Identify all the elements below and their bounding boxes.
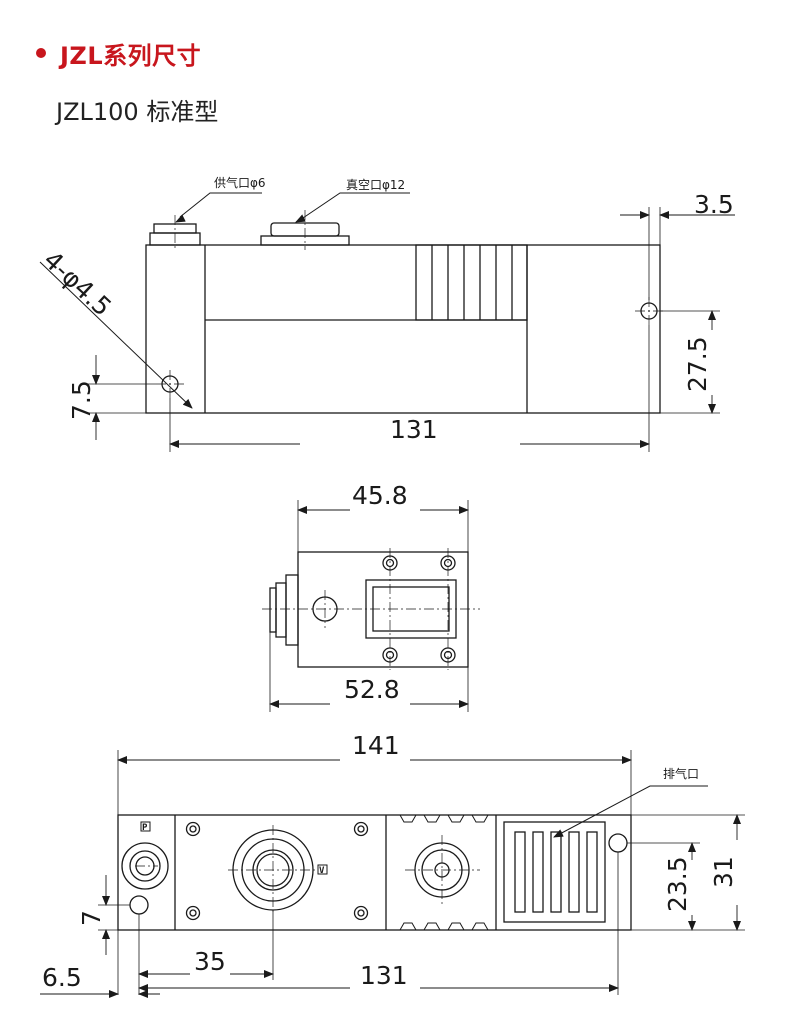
front-fins	[415, 244, 528, 321]
page-title: JZL系列尺寸	[60, 42, 202, 70]
dim-31: 31	[709, 856, 738, 888]
dim-7-5: 7.5	[67, 380, 96, 420]
supply-port-label: 供气口φ6	[214, 175, 266, 190]
header: JZL系列尺寸 JZL100 标准型	[0, 0, 800, 140]
dim-35: 35	[194, 947, 226, 976]
dim-3-5: 3.5	[694, 190, 734, 219]
dim-141: 141	[352, 731, 400, 760]
title-bullet-icon	[36, 48, 46, 58]
top-mount-hole-left	[129, 895, 149, 915]
dim-45-8: 45.8	[352, 481, 408, 510]
model-subtitle: JZL100 标准型	[56, 98, 219, 126]
dim-131-front: 131	[390, 415, 438, 444]
hole-spec-label: 4-φ4.5	[38, 245, 117, 322]
marker-p: P	[142, 823, 148, 833]
marker-v: V	[319, 866, 325, 876]
side-view	[262, 500, 480, 712]
vacuum-port-label: 真空口φ12	[346, 178, 405, 192]
front-body-outline	[145, 244, 661, 414]
dim-52-8: 52.8	[344, 675, 400, 704]
dim-23-5: 23.5	[663, 856, 692, 912]
dim-6-5: 6.5	[42, 963, 82, 992]
dim-27-5: 27.5	[683, 336, 712, 392]
top-view	[40, 750, 745, 998]
dim-131-top: 131	[360, 961, 408, 990]
top-body-outline	[117, 814, 632, 931]
top-mount-hole-right	[608, 833, 628, 853]
supply-port-top	[121, 842, 169, 890]
exhaust-port-label: 排气口	[663, 766, 699, 781]
front-view	[39, 192, 735, 452]
dim-7: 7	[77, 910, 106, 926]
silencer-grille	[503, 821, 606, 923]
